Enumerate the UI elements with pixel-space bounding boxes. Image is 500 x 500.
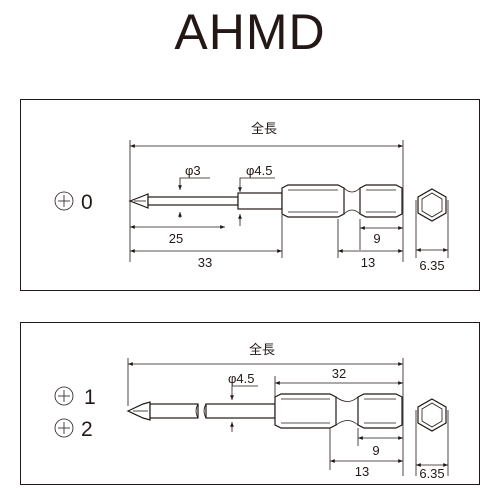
diagram-panel-size-0 — [20, 99, 480, 291]
dim-33-label: 33 — [198, 255, 212, 270]
tip-diameter-label: φ3 — [185, 163, 201, 178]
dim-9-label: 9 — [373, 231, 380, 246]
phillips-symbol-icon — [54, 191, 74, 211]
bit-drawing — [128, 184, 403, 218]
dim-32-label: 32 — [332, 366, 346, 381]
shank-diameter-label: φ4.5 — [246, 163, 273, 178]
phillips-symbol-icon — [54, 386, 74, 406]
size-label-1: 1 — [84, 386, 96, 409]
hex-size-label: 6.35 — [419, 258, 444, 273]
dim-25-label: 25 — [169, 231, 183, 246]
size-label-0: 0 — [81, 191, 93, 214]
hex-size-label: 6.35 — [419, 466, 444, 481]
phillips-symbol-icon — [54, 418, 74, 438]
dim-13-label: 13 — [361, 255, 375, 270]
shank-diameter-label: φ4.5 — [228, 371, 255, 386]
overall-length-label: 全長 — [251, 121, 277, 136]
dim-9-label: 9 — [372, 443, 379, 458]
diagram-panel-size-1-2 — [20, 322, 480, 485]
overall-length-label: 全長 — [249, 342, 275, 357]
bit-drawing — [126, 393, 403, 429]
page-title: AHMD — [174, 4, 326, 60]
dim-13-label: 13 — [355, 464, 369, 479]
size-label-2: 2 — [81, 418, 93, 441]
